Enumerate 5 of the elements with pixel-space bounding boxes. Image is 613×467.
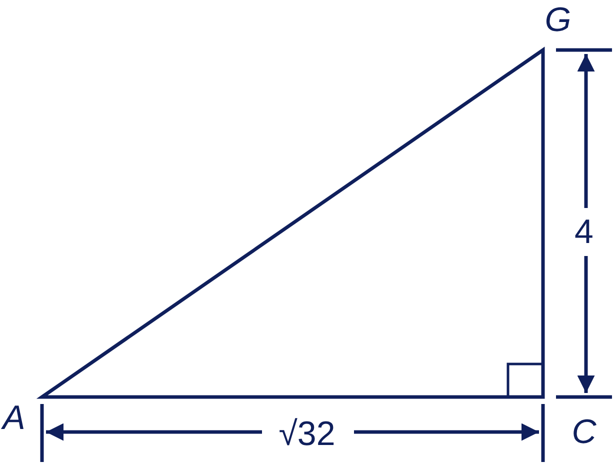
vertex-label: C [572, 415, 596, 449]
dimension-label: √32 [278, 417, 336, 451]
vertex-label: G [544, 3, 572, 37]
dimension-label: 4 [574, 215, 594, 249]
vertex-label: A [2, 401, 26, 435]
